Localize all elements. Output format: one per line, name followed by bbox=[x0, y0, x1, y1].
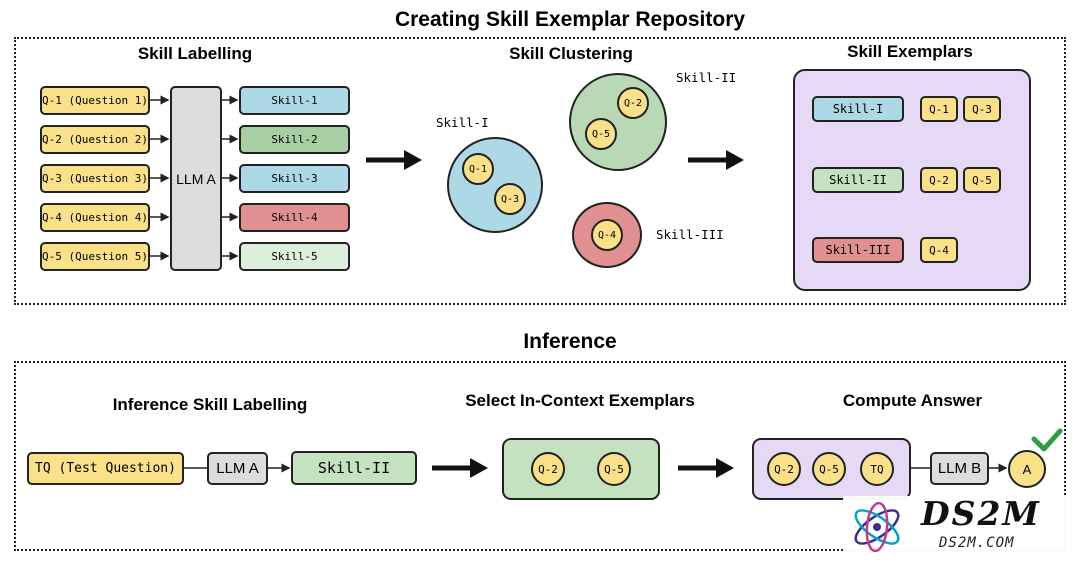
exemplar-question-box: Q-5 bbox=[963, 167, 1001, 193]
cluster-label: Skill-III bbox=[656, 227, 724, 242]
exemplar-question-box: Q-2 bbox=[920, 167, 958, 193]
compute-answer-title: Compute Answer bbox=[842, 391, 983, 410]
cluster-circle bbox=[447, 137, 543, 233]
skill-box: Skill-5 bbox=[239, 242, 350, 271]
llm-b-box: LLM B bbox=[930, 452, 989, 485]
exemplar-question-box: Q-3 bbox=[963, 96, 1001, 122]
llm-a-block: LLM A bbox=[170, 86, 222, 271]
watermark-brand: DS2M bbox=[921, 494, 1041, 533]
question-circle: Q-5 bbox=[597, 452, 631, 486]
watermark: DS2M DS2M.COM bbox=[843, 494, 1075, 558]
cluster-circle bbox=[569, 73, 667, 171]
test-question-circle: TQ bbox=[860, 452, 894, 486]
question-box: Q-3 (Question 3) bbox=[40, 164, 150, 193]
question-circle: Q-1 bbox=[462, 153, 494, 185]
inference-section-title: Inference bbox=[523, 330, 617, 353]
exemplar-question-box: Q-1 bbox=[920, 96, 958, 122]
select-exemplars-title: Select In-Context Exemplars bbox=[465, 391, 695, 410]
inference-skill-labelling-title: Inference Skill Labelling bbox=[112, 395, 308, 414]
skill-labelling-title: Skill Labelling bbox=[137, 44, 253, 63]
skill-box: Skill-1 bbox=[239, 86, 350, 115]
skill-box: Skill-4 bbox=[239, 203, 350, 232]
cluster-label: Skill-II bbox=[676, 70, 737, 85]
question-box: Q-1 (Question 1) bbox=[40, 86, 150, 115]
exemplar-skill-box: Skill-I bbox=[812, 96, 904, 122]
question-circle: Q-3 bbox=[494, 183, 526, 215]
question-circle: Q-5 bbox=[585, 118, 617, 150]
llm-a-label: LLM A bbox=[176, 170, 216, 187]
skill-clustering-title: Skill Clustering bbox=[509, 44, 633, 63]
selected-exemplars-panel bbox=[502, 438, 660, 500]
top-section-title: Creating Skill Exemplar Repository bbox=[394, 8, 746, 31]
atom-logo-icon bbox=[854, 501, 900, 553]
question-box: Q-2 (Question 2) bbox=[40, 125, 150, 154]
skill-box: Skill-3 bbox=[239, 164, 350, 193]
question-circle: Q-5 bbox=[812, 452, 846, 486]
inference-section-frame bbox=[14, 361, 1066, 551]
exemplar-question-box: Q-4 bbox=[920, 237, 958, 263]
top-section-frame bbox=[14, 37, 1066, 305]
skill-box: Skill-2 bbox=[239, 125, 350, 154]
question-circle: Q-2 bbox=[617, 87, 649, 119]
skill-exemplars-title: Skill Exemplars bbox=[847, 42, 973, 61]
llm-a-box: LLM A bbox=[207, 452, 268, 485]
question-box: Q-4 (Question 4) bbox=[40, 203, 150, 232]
answer-circle: A bbox=[1008, 450, 1046, 488]
exemplar-skill-box: Skill-II bbox=[812, 167, 904, 193]
exemplar-skill-box: Skill-III bbox=[812, 237, 904, 263]
question-circle: Q-2 bbox=[531, 452, 565, 486]
question-circle: Q-2 bbox=[767, 452, 801, 486]
test-question-box: TQ (Test Question) bbox=[27, 452, 184, 485]
inferred-skill-box: Skill-II bbox=[291, 451, 417, 485]
watermark-url: DS2M.COM bbox=[939, 535, 1015, 551]
cluster-label: Skill-I bbox=[436, 115, 489, 130]
question-circle: Q-4 bbox=[591, 219, 623, 251]
question-box: Q-5 (Question 5) bbox=[40, 242, 150, 271]
